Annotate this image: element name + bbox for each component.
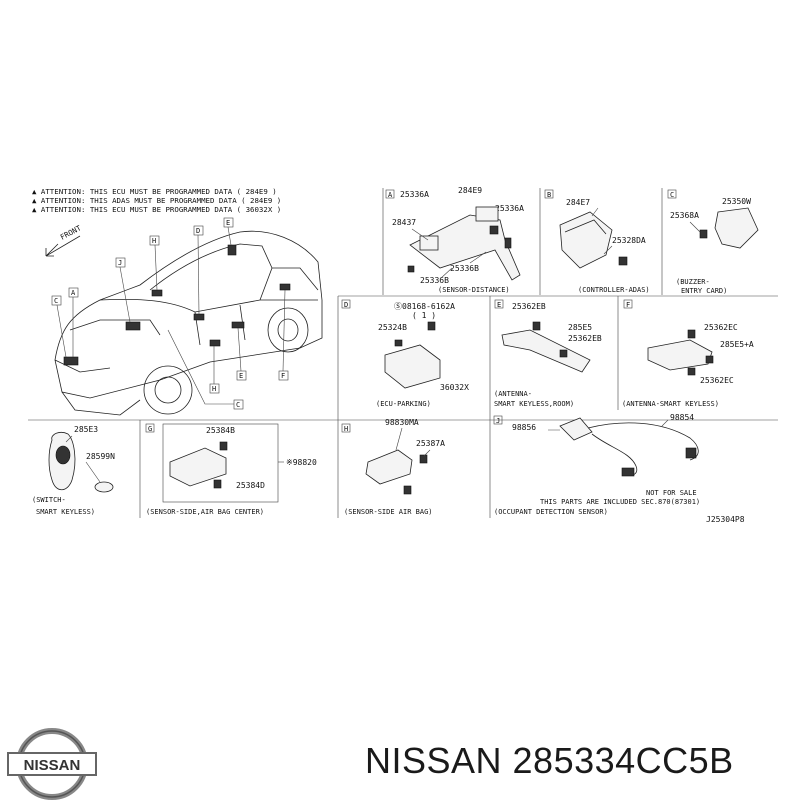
front-label: FRONT [59,223,83,242]
panel-f-part-1: 25362EC [704,323,738,332]
callout-d: D [196,227,200,235]
panel-j-part-2: 98854 [670,413,694,422]
panel-e-part-2: 285E5 [568,323,592,332]
nissan-logo-text: NISSAN [24,757,81,774]
diagram-code: J25304P8 [706,515,745,524]
panel-b-part-1: 284E7 [566,198,590,207]
panel-j-note-2: THIS PARTS ARE INCLUDED SEC.870(87301) [540,498,700,506]
panel-a-caption: (SENSOR-DISTANCE) [438,286,510,294]
panel-a-part-5: 25336B [450,264,479,273]
callout-f: F [281,372,285,380]
panel-c-caption-2: ENTRY CARD) [681,287,727,295]
panel-f: F 25362EC 285E5+A 25362EC (ANTENNA-SMART… [622,299,754,408]
panel-a-letter: A [388,191,393,199]
callout-a: A [71,289,76,297]
panel-d-caption: (ECU-PARKING) [376,400,431,408]
panel-g: G 25384B ※98820 25384D (SENSOR-SIDE,AIR … [145,423,317,516]
panel-a-part-2: 284E9 [458,186,482,195]
panel-c-caption: (BUZZER- [676,278,710,286]
callout-c-left: C [54,297,58,305]
panel-a-part-6: 25336B [420,276,449,285]
panel-grid [28,188,778,518]
panel-j-letter: J [496,417,500,425]
panel-h-letter: H [344,425,348,433]
panel-d-part-3: 25324B [378,323,407,332]
panel-g-letter: G [148,425,152,433]
panel-h-caption: (SENSOR-SIDE AIR BAG) [344,508,433,516]
panel-d-part-2: ( 1 ) [412,311,436,320]
panel-switch-part-1: 285E3 [74,425,98,434]
panel-e-part-1: 25362EB [512,302,546,311]
panel-e-part-3: 25362EB [568,334,602,343]
panel-a: A 25336A 284E9 25336A 28437 25336B 25336… [385,186,524,294]
panel-switch-caption-2: SMART KEYLESS) [36,508,95,516]
panel-e-letter: E [497,301,501,309]
panel-j-note-1: NOT FOR SALE [646,489,697,497]
panel-h-part-1: 98830MA [385,418,419,427]
panel-c: C 25350W 25368A (BUZZER- ENTRY CARD) [667,189,759,295]
callout-j: J [118,259,122,267]
car-callouts: H D E J C A H E F C [51,217,289,410]
panel-b-part-2: 25328DA [612,236,646,245]
panel-g-part-3: 25384D [236,481,265,490]
panel-f-part-3: 25362EC [700,376,734,385]
panel-j-caption: (OCCUPANT DETECTION SENSOR) [494,508,608,516]
nissan-logo: NISSAN [7,728,97,800]
panel-g-caption: (SENSOR-SIDE,AIR BAG CENTER) [146,508,264,516]
attention-notes: ▲ ATTENTION: THIS ECU MUST BE PROGRAMMED… [32,187,281,214]
panel-switch-caption: (SWITCH- [32,496,66,504]
callout-e-top: E [226,219,230,227]
panel-j-part-1: 98856 [512,423,536,432]
attention-line-1: ▲ ATTENTION: THIS ECU MUST BE PROGRAMMED… [32,187,277,196]
panel-a-part-4: 28437 [392,218,416,227]
panel-g-part-2: ※98820 [286,458,317,467]
panel-switch-part-2: 28599N [86,452,115,461]
callout-h-bottom: H [212,385,216,393]
callout-h-top: H [152,237,156,245]
panel-e-caption-2: SMART KEYLESS,ROOM) [494,400,574,408]
panel-d-part-1: Ⓢ08168-6162A [394,302,455,311]
panel-h-part-2: 25387A [416,439,445,448]
panel-d-part-4: 36032X [440,383,469,392]
front-arrow: FRONT [45,223,83,257]
panel-f-caption: (ANTENNA-SMART KEYLESS) [622,400,719,408]
panel-d: D Ⓢ08168-6162A ( 1 ) 25324B 36032X (ECU-… [341,299,469,408]
panel-c-part-2: 25368A [670,211,699,220]
panel-g-part-1: 25384B [206,426,235,435]
attention-line-3: ▲ ATTENTION: THIS ECU MUST BE PROGRAMMED… [32,205,281,214]
panel-e-caption: (ANTENNA- [494,390,532,398]
panel-d-letter: D [344,301,348,309]
panel-c-letter: C [670,191,674,199]
panel-c-part-1: 25350W [722,197,751,206]
panel-h: H 98830MA 25387A (SENSOR-SIDE AIR BAG) [341,418,445,516]
panel-f-part-2: 285E5+A [720,340,754,349]
panel-switch: 285E3 28599N (SWITCH- SMART KEYLESS) [32,425,115,516]
panel-f-letter: F [626,301,630,309]
part-title: NISSAN 285334CC5B [365,740,734,781]
callout-e-bottom: E [239,372,243,380]
attention-line-2: ▲ ATTENTION: THIS ADAS MUST BE PROGRAMME… [32,196,281,205]
panel-j: J 98856 98854 NOT FOR SALE THIS PARTS AR… [493,413,700,516]
panel-a-part-3: 25336A [495,204,524,213]
callout-c-bottom: C [236,401,240,409]
panel-a-part-1: 25336A [400,190,429,199]
panel-b: B 284E7 25328DA (CONTROLLER-ADAS) [544,189,650,294]
panel-b-letter: B [547,191,551,199]
vehicle-drawing [54,230,323,416]
panel-e: E 25362EB 285E5 25362EB (ANTENNA- SMART … [494,299,602,408]
panel-b-caption: (CONTROLLER-ADAS) [578,286,650,294]
